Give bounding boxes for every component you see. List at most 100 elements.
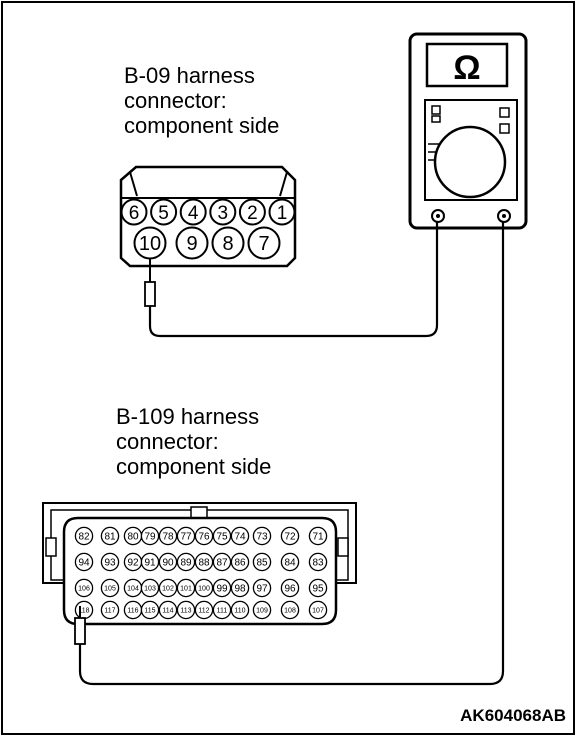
b09-pin-7 [247,226,281,260]
b09-label-line-3: component side [124,113,280,138]
b09-pin-9 [175,226,209,260]
b109-pin-99 [212,578,232,598]
b109-pin-106-label: 106 [78,586,90,593]
b109-label-line-3: component side [116,454,272,479]
b09-pin-4 [179,198,207,226]
b109-pin-107-label: 107 [312,608,324,615]
b109-pin-75-label: 75 [216,532,228,543]
b109-pin-77 [176,526,196,546]
b109-pin-86 [230,552,250,572]
b109-pin-117-label: 117 [104,608,115,615]
b109-pin-110-label: 110 [234,608,245,615]
b109-pin-111 [212,600,232,620]
b109-pin-84 [280,552,300,572]
ohmmeter: Ω [408,32,528,230]
b109-pin-107 [308,600,328,620]
b109-pin-90-label: 90 [162,558,174,569]
b09-pin-10-label: 10 [139,233,161,255]
b109-pin-106 [74,578,94,598]
b109-pin-89 [176,552,196,572]
b109-pin-103 [140,578,160,598]
b109-pin-105-label: 105 [104,586,116,593]
b109-pin-74-label: 74 [234,532,246,543]
b109-pin-85 [252,552,272,572]
b109-pin-91-label: 91 [144,558,156,569]
b09-pin-8-label: 8 [222,233,233,255]
b109-pin-102-label: 102 [162,586,174,593]
b109-pin-98-label: 98 [234,584,246,595]
b09-pin-6-label: 6 [129,203,140,224]
probe-tip-b109 [74,617,86,645]
b109-pin-79-label: 79 [144,532,156,543]
probe-tip-b09 [144,281,156,307]
b109-pin-82 [74,526,94,546]
b109-pin-96-label: 96 [284,584,296,595]
b09-pin-9-label: 9 [186,233,197,255]
b109-pin-113 [176,600,196,620]
b109-pin-105 [100,578,120,598]
b109-pin-114 [158,600,178,620]
b109-pin-85-label: 85 [256,558,268,569]
b109-pin-114-label: 114 [162,608,173,615]
b109-pin-93-label: 93 [104,558,116,569]
b109-pin-116-label: 116 [127,608,138,615]
b109-pin-73-label: 73 [256,532,268,543]
b09-pin-3-label: 3 [218,203,229,224]
b109-pin-92-label: 92 [127,558,139,569]
b109-pin-115 [140,600,160,620]
b09-connector-label: B-09 harness connector: component side [124,63,279,138]
b109-pin-72-label: 72 [284,532,296,543]
test-lead-to-b09 [144,222,439,338]
b109-pin-78-label: 78 [162,532,174,543]
b109-pin-111-label: 111 [217,608,228,615]
b109-pin-98 [230,578,250,598]
b109-pin-78 [158,526,178,546]
b109-pin-80-label: 80 [127,532,139,543]
b109-pin-89-label: 89 [180,558,192,569]
b109-pin-118-label: 118 [78,608,89,615]
b109-pin-87-label: 87 [216,558,228,569]
b09-pin-5-label: 5 [158,203,169,224]
b09-label-line-2: connector: [124,88,227,113]
b09-pin-3 [209,198,237,226]
meter-display [425,42,509,88]
b109-pin-108-label: 108 [284,608,296,615]
b109-pin-109-label: 109 [256,608,268,615]
b109-pin-73 [252,526,272,546]
b109-pin-95 [308,578,328,598]
b09-pin-2-label: 2 [247,203,258,224]
selector-dial [433,125,507,199]
b109-pin-87 [212,552,232,572]
b109-pin-71-label: 71 [312,532,324,543]
b109-pin-95-label: 95 [312,584,324,595]
b109-pin-108 [280,600,300,620]
test-lead-to-b109 [74,222,505,686]
b109-pin-109 [252,600,272,620]
b109-pin-96 [280,578,300,598]
b109-pin-72 [280,526,300,546]
b109-pin-102 [158,578,178,598]
b109-pin-75 [212,526,232,546]
b109-pin-88 [194,552,214,572]
b109-pin-90 [158,552,178,572]
b109-connector-label: B-109 harness connector: component side [116,404,271,479]
b109-pin-91 [140,552,160,572]
b109-pin-74 [230,526,250,546]
b109-pin-76 [194,526,214,546]
b109-pin-88-label: 88 [198,558,210,569]
ohm-symbol: Ω [453,49,480,87]
b109-pin-110 [230,600,250,620]
b09-pin-1-label: 1 [277,203,288,224]
b09-label-line-1: B-09 harness [124,63,255,88]
b109-pin-103-label: 103 [144,586,156,593]
b09-pin-7-label: 7 [258,233,269,255]
b109-pin-94-label: 94 [78,558,90,569]
b109-pin-81-label: 81 [104,532,116,543]
b109-pin-97-label: 97 [256,584,268,595]
b109-pin-100 [194,578,214,598]
b109-pin-104-label: 104 [127,586,139,593]
b109-pin-101 [176,578,196,598]
b109-pin-76-label: 76 [198,532,210,543]
